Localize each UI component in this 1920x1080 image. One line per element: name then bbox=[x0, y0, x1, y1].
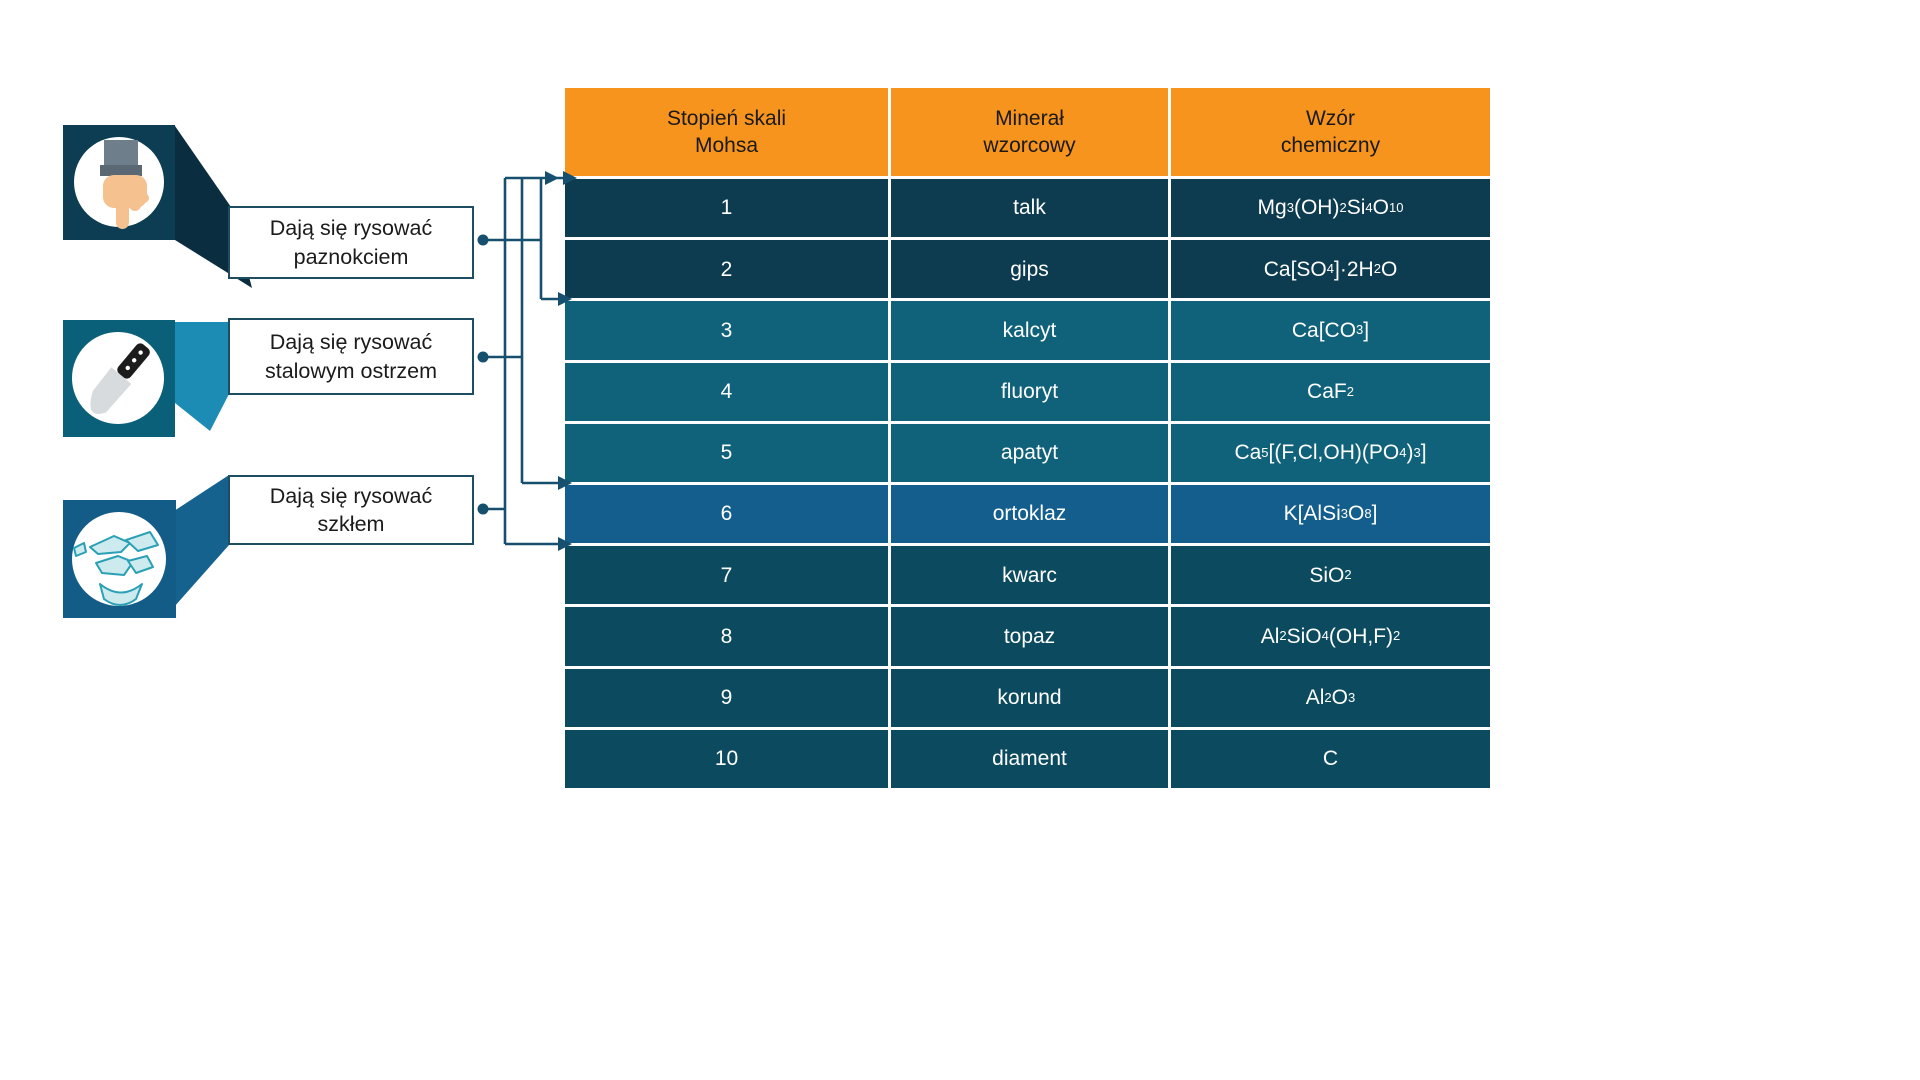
cell-mineral: fluoryt bbox=[891, 362, 1168, 421]
cell-degree: 1 bbox=[565, 179, 888, 238]
cell-mineral: korund bbox=[891, 668, 1168, 727]
hand-pointing-down-icon bbox=[100, 140, 149, 229]
cell-mineral: kalcyt bbox=[891, 301, 1168, 360]
cell-degree: 6 bbox=[565, 484, 888, 544]
arrowhead-icons bbox=[545, 171, 577, 551]
connector-dots bbox=[477, 234, 489, 515]
column-header: Wzór chemiczny bbox=[1171, 88, 1490, 176]
label-scratch-glass: Dają się rysować szkłem bbox=[228, 475, 474, 545]
ribbon-glass bbox=[174, 475, 229, 607]
cell-formula: C bbox=[1171, 729, 1490, 788]
knife-icon bbox=[90, 343, 150, 414]
cell-degree: 3 bbox=[565, 301, 888, 360]
column-header: Stopień skali Mohsa bbox=[565, 88, 888, 176]
cell-degree: 8 bbox=[565, 607, 888, 666]
cell-mineral: talk bbox=[891, 179, 1168, 238]
label-text: Dają się rysować paznokciem bbox=[269, 216, 433, 269]
cell-degree: 9 bbox=[565, 668, 888, 727]
cell-mineral: gips bbox=[891, 240, 1168, 299]
label-text: Dają się rysować stalowym ostrzem bbox=[264, 330, 438, 383]
cell-mineral: diament bbox=[891, 729, 1168, 788]
cell-mineral: topaz bbox=[891, 607, 1168, 666]
cell-degree: 4 bbox=[565, 362, 888, 421]
column-header: Minerał wzorcowy bbox=[891, 88, 1168, 176]
cell-degree: 7 bbox=[565, 546, 888, 605]
cell-mineral: kwarc bbox=[891, 546, 1168, 605]
ribbon-steel bbox=[175, 322, 229, 431]
cell-degree: 5 bbox=[565, 423, 888, 482]
cell-degree: 2 bbox=[565, 240, 888, 299]
label-scratch-fingernail: Dają się rysować paznokciem bbox=[228, 206, 474, 279]
label-text: Dają się rysować szkłem bbox=[269, 483, 433, 536]
broken-glass-icon bbox=[73, 531, 159, 606]
label-scratch-steel-blade: Dają się rysować stalowym ostrzem bbox=[228, 318, 474, 395]
connector-lines bbox=[483, 176, 563, 546]
cell-mineral: apatyt bbox=[891, 423, 1168, 482]
cell-degree: 10 bbox=[565, 729, 888, 788]
cell-mineral: ortoklaz bbox=[891, 484, 1168, 544]
